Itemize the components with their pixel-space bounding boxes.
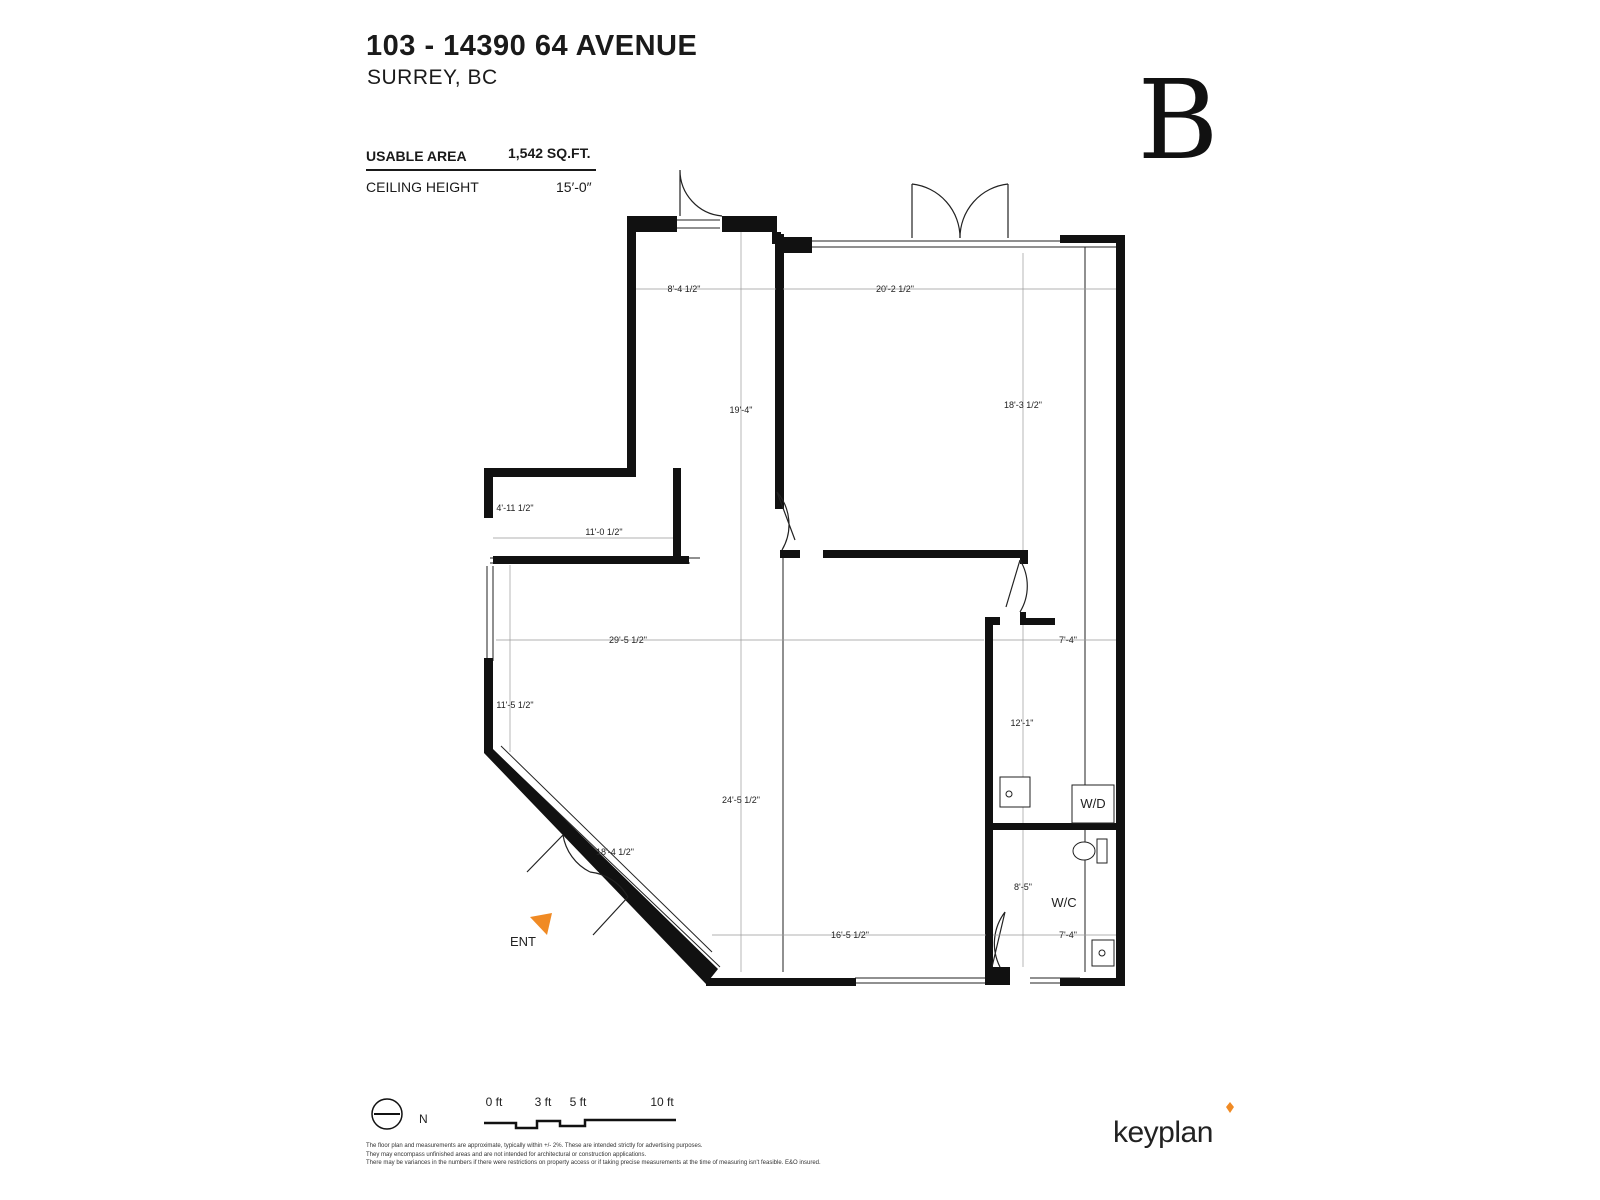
thin-wall-lines xyxy=(486,219,1125,984)
washer-dryer-icon xyxy=(1071,784,1115,824)
brand-logo-icon: B xyxy=(1138,56,1219,184)
dim-bottom-width: 16'-5 1/2" xyxy=(831,930,869,940)
room-washroom-label: W/C xyxy=(1051,895,1076,910)
compass-icon xyxy=(371,1098,403,1130)
entrance-label: ENT xyxy=(510,934,536,949)
usable-area-value: 1,542 SQ.FT. xyxy=(508,145,591,161)
dim-wc-width: 7'-4" xyxy=(1059,930,1077,940)
scale-label-0: 0 ft xyxy=(486,1095,503,1109)
compass-north-label: N xyxy=(419,1112,428,1126)
dim-wc-height: 8'-5" xyxy=(1014,882,1032,892)
dim-main-width: 29'-5 1/2" xyxy=(609,635,647,645)
scale-bar-line xyxy=(484,1118,676,1130)
dim-left-wall-height: 11'-5 1/2" xyxy=(496,700,533,710)
fixtures xyxy=(999,776,1115,967)
dim-main-height: 24'-5 1/2" xyxy=(722,795,760,805)
usable-area-label: USABLE AREA xyxy=(366,148,467,164)
scale-label-3: 3 ft xyxy=(535,1095,552,1109)
dim-utility-height: 12'-1" xyxy=(1011,718,1034,728)
dim-left-height: 19'-4" xyxy=(730,405,753,415)
sink-icon xyxy=(999,776,1031,808)
dim-small-room-width: 11'-0 1/2" xyxy=(585,527,622,537)
dimension-lines xyxy=(493,232,1116,972)
dim-top-left-width: 8'-4 1/2" xyxy=(668,284,701,294)
scale-label-5: 5 ft xyxy=(570,1095,587,1109)
sink-drain-icon xyxy=(1005,790,1013,798)
toilet-bowl-icon xyxy=(1072,841,1096,861)
disclaimer: The floor plan and measurements are appr… xyxy=(366,1142,821,1168)
washroom-sink-icon xyxy=(1091,939,1115,967)
toilet-tank-icon xyxy=(1096,838,1108,864)
washroom-sink-drain-icon xyxy=(1098,949,1106,957)
scale-label-10: 10 ft xyxy=(650,1095,674,1109)
property-address: 103 - 14390 64 AVENUE xyxy=(366,30,698,62)
dimension-labels: 8'-4 1/2" 20'-2 1/2" 19'-4" 18'-3 1/2" 4… xyxy=(496,284,1077,940)
ceiling-height-label: CEILING HEIGHT xyxy=(366,179,479,195)
walls xyxy=(484,216,1125,986)
doors xyxy=(526,169,1028,968)
dim-top-right-width: 20'-2 1/2" xyxy=(876,284,914,294)
dim-small-room-height: 4'-11 1/2" xyxy=(496,503,533,513)
dim-right-height: 18'-3 1/2" xyxy=(1004,400,1042,410)
room-washer-dryer-label: W/D xyxy=(1080,796,1105,811)
scale-bar: 0 ft 3 ft 5 ft 10 ft xyxy=(484,1095,676,1130)
keyplan-accent-icon xyxy=(1226,1102,1234,1113)
dim-diagonal-wall: 18'-4 1/2" xyxy=(596,847,634,857)
brand-logo-glyph: B xyxy=(1138,56,1219,184)
dim-utility-width: 7'-4" xyxy=(1059,635,1077,645)
entrance-marker-icon xyxy=(530,913,552,935)
disclaimer-line: There may be variances in the numbers if… xyxy=(366,1160,821,1166)
disclaimer-line: They may encompass unfinished areas and … xyxy=(366,1151,647,1158)
ceiling-height-value: 15′-0″ xyxy=(556,179,592,195)
spec-divider xyxy=(366,169,596,171)
keyplan-logo: keyplan xyxy=(1113,1116,1213,1149)
property-city: SURREY, BC xyxy=(367,66,498,89)
disclaimer-line: The floor plan and measurements are appr… xyxy=(366,1143,703,1149)
